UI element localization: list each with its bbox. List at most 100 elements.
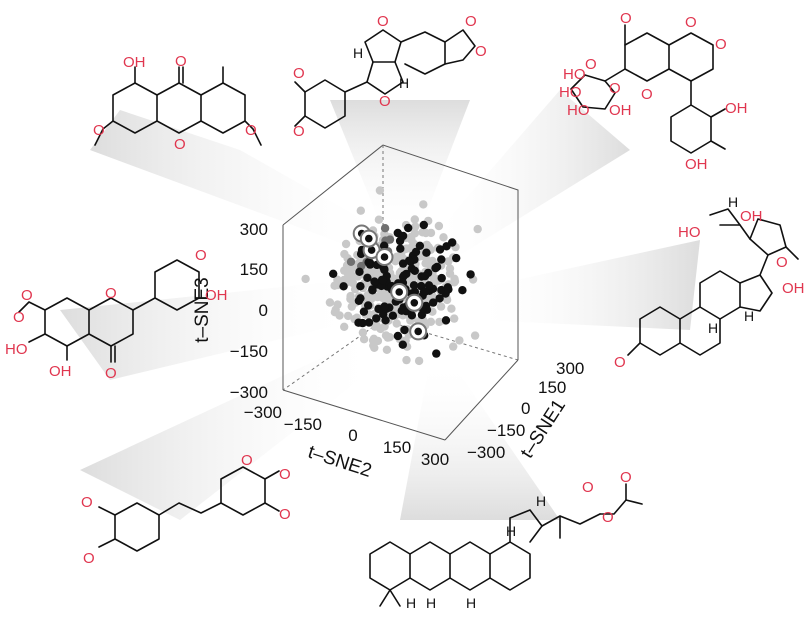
data-point <box>381 316 390 325</box>
highlight-point <box>414 327 423 336</box>
atom-label: HO <box>5 341 28 358</box>
data-point <box>437 273 446 283</box>
ray-top-left <box>90 110 390 250</box>
data-point <box>449 342 458 351</box>
atom-label: O <box>81 494 93 511</box>
data-point <box>458 286 467 295</box>
atom-label: O <box>609 80 621 97</box>
data-point <box>380 224 390 233</box>
x-tick-label: 300 <box>556 359 584 378</box>
x-tick-label: 150 <box>538 378 566 397</box>
atom-label: O <box>715 36 727 53</box>
atom-label: O <box>13 309 25 326</box>
data-point <box>404 223 413 233</box>
structure-coumarin-glycoside: O O O O HO HO HO OH O OH OH O <box>559 10 748 173</box>
data-point <box>397 306 406 315</box>
data-point <box>379 241 389 250</box>
highlight-point <box>380 253 389 261</box>
data-point <box>432 349 441 358</box>
y-axis-label: t–SNE2 <box>305 442 374 482</box>
data-point <box>414 356 424 366</box>
data-point <box>420 272 430 281</box>
data-point <box>435 245 445 254</box>
data-point <box>404 256 414 265</box>
data-point <box>370 343 379 352</box>
ray-bottom-center <box>400 360 560 520</box>
atom-label: O <box>614 354 626 371</box>
atom-label: H <box>406 595 416 611</box>
data-point <box>420 287 430 296</box>
point-cloud <box>301 186 482 366</box>
data-point <box>374 215 384 224</box>
atom-label: O <box>245 122 257 139</box>
data-point <box>434 221 444 231</box>
x-tick-label: 0 <box>521 399 530 418</box>
data-point <box>340 322 349 331</box>
ray-bottom-left <box>80 340 385 520</box>
structure-triterpene: HO H OH O OH O H H <box>614 194 805 371</box>
atom-label: O <box>174 136 186 153</box>
structure-triterpene-ester: O O O H H H H H <box>369 469 643 611</box>
data-point <box>301 274 310 284</box>
data-point <box>340 249 349 259</box>
data-point <box>370 269 379 278</box>
atom-label: O <box>293 65 305 82</box>
data-point <box>410 215 419 224</box>
atom-label: HO <box>559 84 582 101</box>
atom-label: OH <box>49 363 72 380</box>
z-tick-label: −300 <box>230 383 268 402</box>
data-point <box>466 270 475 279</box>
data-point <box>356 282 365 291</box>
structure-lignan: O O O O O O H H <box>293 13 487 140</box>
atom-label: O <box>377 13 389 30</box>
z-axis-label: t–SNE3 <box>192 277 213 342</box>
atom-label: O <box>293 123 305 140</box>
data-point <box>382 345 392 354</box>
data-point <box>347 302 356 311</box>
data-point <box>426 228 436 238</box>
atom-label: H <box>744 308 754 324</box>
atom-label: OH <box>740 208 763 225</box>
data-point <box>411 222 420 231</box>
data-point <box>419 200 428 209</box>
data-point <box>422 248 431 257</box>
atom-label: OH <box>205 287 228 304</box>
atom-label: O <box>475 43 487 60</box>
data-point <box>333 300 342 309</box>
atom-label: O <box>83 550 95 567</box>
z-axis-ticks: 300 150 0 −150 −300 <box>230 220 268 402</box>
data-point <box>375 186 385 195</box>
data-point <box>393 331 403 341</box>
data-point <box>452 253 461 263</box>
atom-label: O <box>776 254 788 271</box>
data-point <box>358 318 367 328</box>
data-point <box>330 281 339 290</box>
data-point <box>442 295 452 305</box>
data-point <box>437 255 446 264</box>
data-point <box>422 240 432 250</box>
atom-label: H <box>708 320 718 336</box>
data-point <box>346 294 355 304</box>
data-point <box>381 331 391 340</box>
data-point <box>402 355 411 365</box>
data-point <box>380 302 389 311</box>
data-point <box>442 242 451 251</box>
data-point <box>378 275 388 285</box>
data-point <box>356 206 365 215</box>
data-point <box>359 307 369 316</box>
atom-label: O <box>379 93 391 110</box>
atom-label: H <box>466 595 476 611</box>
z-tick-label: −150 <box>230 342 268 361</box>
data-point <box>364 318 374 327</box>
atom-label: O <box>602 509 614 526</box>
atom-label: H <box>536 493 546 509</box>
atom-label: OH <box>782 280 805 297</box>
data-point <box>445 264 455 273</box>
data-point <box>376 324 385 334</box>
data-point <box>473 224 482 234</box>
atom-label: O <box>105 285 117 302</box>
data-point <box>409 281 419 290</box>
data-point <box>419 220 428 230</box>
atom-label: H <box>399 75 409 91</box>
